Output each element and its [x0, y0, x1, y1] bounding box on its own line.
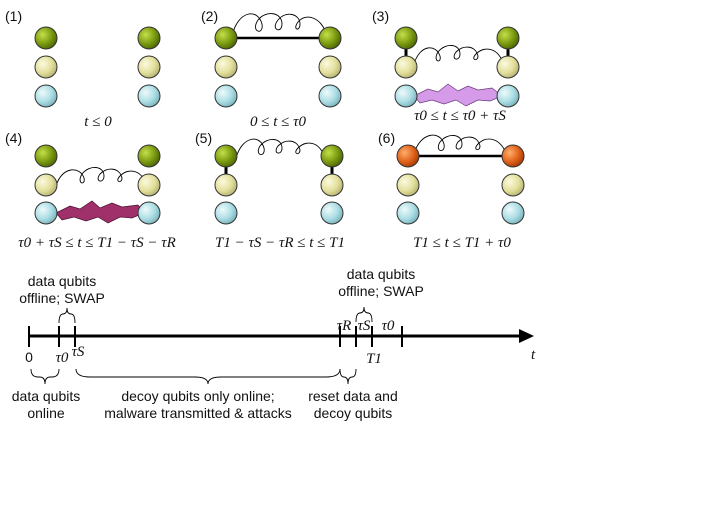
decoy-qubit-left — [34, 84, 58, 108]
memory-qubit-left — [214, 173, 238, 197]
data-qubit-right — [137, 26, 161, 50]
annotation-data-online-line1: data qubits — [12, 388, 81, 404]
data-qubit-left — [394, 26, 418, 50]
memory-qubit-left — [34, 55, 58, 79]
tick-label-0: 0 — [25, 349, 33, 365]
quantum-channel-curl — [235, 138, 325, 159]
memory-qubit-right — [137, 55, 161, 79]
data-qubit-right — [137, 144, 161, 168]
decoy-qubit-right — [137, 84, 161, 108]
brace-swap-right — [355, 306, 373, 323]
memory-qubit-right — [320, 173, 344, 197]
decoy-qubit-left — [396, 201, 420, 225]
malware-burst — [413, 83, 503, 107]
annotation-swap-right-line1: data qubits — [347, 266, 416, 282]
brace-swap-left — [58, 307, 76, 324]
panel-caption: 0 ≤ t ≤ τ0 — [250, 114, 307, 130]
panel-number: (6) — [378, 130, 395, 146]
time-axis-label: t — [531, 347, 536, 363]
data-qubit-right — [320, 144, 344, 168]
brace-data-online — [30, 368, 60, 385]
timeline: t 0 τ0 τS τR τS τ0 T1 data qubits offlin… — [12, 266, 536, 421]
tick-label-tau0-right: τ0 — [382, 318, 395, 334]
annotation-swap-left-line2: offline; SWAP — [19, 290, 105, 306]
memory-qubit-left — [396, 173, 420, 197]
panel-5: (5) T1 − τS − τR ≤ t ≤ T1 — [195, 130, 345, 251]
decoy-qubit-right — [318, 84, 342, 108]
memory-qubit-right — [318, 55, 342, 79]
data-qubit-left — [214, 144, 238, 168]
memory-qubit-right — [496, 55, 520, 79]
panel-caption: t ≤ 0 — [84, 114, 112, 130]
annotation-reset-line1: reset data and — [308, 388, 398, 404]
memory-qubit-right — [501, 173, 525, 197]
panel-number: (5) — [195, 130, 212, 146]
tick-label-T1: T1 — [366, 351, 382, 367]
decoy-qubit-left — [214, 84, 238, 108]
panel-2: (2) 0 ≤ t ≤ τ0 — [201, 8, 342, 130]
panel-number: (1) — [5, 8, 22, 24]
annotation-decoy-online-line1: decoy qubits only online; — [121, 388, 274, 404]
panel-4: (4) τ0 + τS ≤ t ≤ T1 − τS − τR — [5, 130, 176, 251]
memory-qubit-left — [34, 173, 58, 197]
data-qubit-left — [396, 144, 420, 168]
quantum-channel-curl — [413, 45, 504, 65]
memory-qubit-right — [137, 173, 161, 197]
panel-caption: T1 − τS − τR ≤ t ≤ T1 — [215, 235, 345, 251]
data-qubit-left — [34, 26, 58, 50]
quantum-channel-curl — [413, 134, 507, 155]
data-qubit-right — [496, 26, 520, 50]
data-qubit-left — [34, 144, 58, 168]
quantum-channel-curl — [55, 167, 147, 187]
decoy-qubit-left — [394, 84, 418, 108]
annotation-reset-line2: decoy qubits — [314, 405, 393, 421]
data-qubit-right — [501, 144, 525, 168]
data-qubit-right — [318, 26, 342, 50]
decoy-qubit-right — [501, 201, 525, 225]
panel-caption: T1 ≤ t ≤ T1 + τ0 — [413, 235, 511, 251]
panel-3: (3) τ0 ≤ t ≤ τ0 + τS — [372, 8, 520, 124]
panel-number: (2) — [201, 8, 218, 24]
annotation-decoy-online-line2: malware transmitted & attacks — [104, 405, 292, 421]
panel-6: (6) T1 ≤ t ≤ T1 + τ0 — [378, 130, 525, 251]
decoy-qubit-left — [214, 201, 238, 225]
panel-number: (4) — [5, 130, 22, 146]
brace-decoy-online — [75, 368, 341, 385]
annotation-swap-left-line1: data qubits — [28, 273, 97, 289]
annotation-data-online-line2: online — [27, 405, 65, 421]
decoy-qubit-right — [320, 201, 344, 225]
brace-reset — [339, 368, 357, 385]
panel-caption: τ0 + τS ≤ t ≤ T1 − τS − τR — [18, 235, 175, 251]
malware-burst — [55, 200, 145, 224]
panel-1: (1) t ≤ 0 — [5, 8, 161, 130]
memory-qubit-left — [394, 55, 418, 79]
memory-qubit-left — [214, 55, 238, 79]
tick-label-tauS: τS — [72, 344, 85, 360]
tick-label-tauR: τR — [337, 318, 352, 334]
panel-caption: τ0 ≤ t ≤ τ0 + τS — [414, 108, 506, 124]
decoy-qubit-right — [496, 84, 520, 108]
panel-number: (3) — [372, 8, 389, 24]
tick-label-tauS-right: τS — [358, 318, 371, 334]
quantum-channel-curl — [231, 13, 327, 37]
time-axis-arrowhead — [519, 329, 534, 343]
annotation-swap-right-line2: offline; SWAP — [338, 283, 424, 299]
data-qubit-left — [214, 26, 238, 50]
tick-label-tau0: τ0 — [56, 350, 69, 366]
decoy-qubit-right — [137, 201, 161, 225]
decoy-qubit-left — [34, 201, 58, 225]
